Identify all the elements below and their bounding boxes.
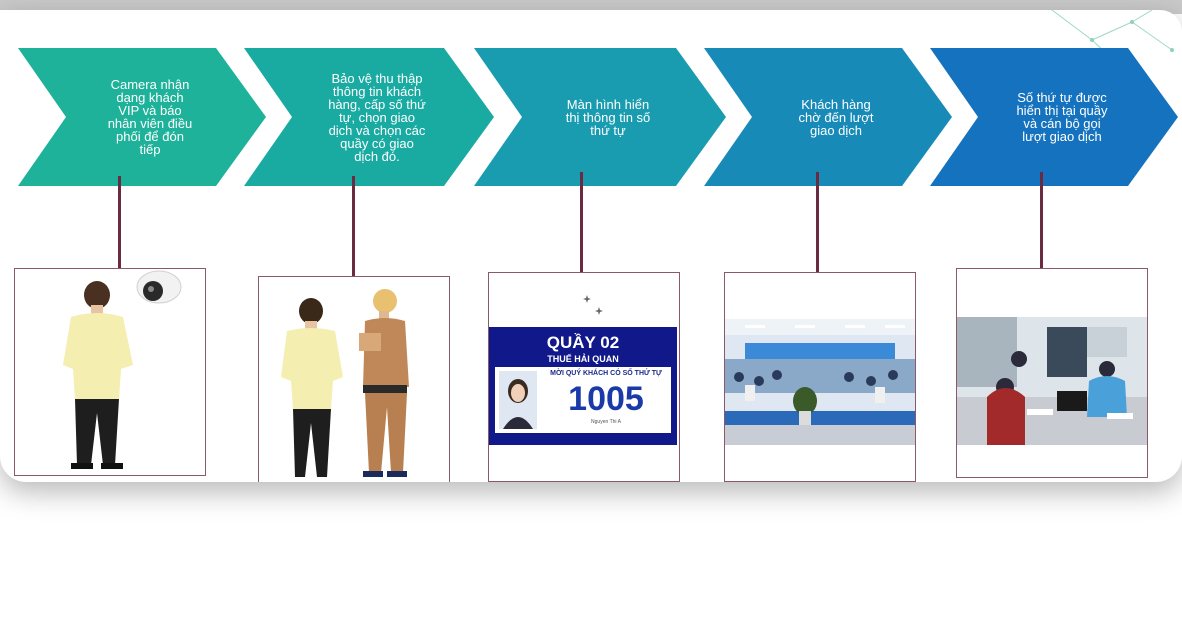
step-3-text: Màn hình hiển thị thông tin số thứ tự <box>565 96 651 138</box>
counter-unit: THUẾ HẢI QUAN <box>547 354 619 364</box>
connector-line <box>816 172 819 274</box>
step-4: Khách hàng chờ đến lượt giao dịch <box>704 48 952 186</box>
image-waiting-hall <box>724 272 916 482</box>
counter-title: QUẦY 02 <box>546 333 620 352</box>
man-figure-icon <box>281 298 343 477</box>
image-guard-collecting-info <box>258 276 450 482</box>
chevron-arrow-icon <box>474 48 726 186</box>
security-camera-icon <box>136 270 182 304</box>
connector-line <box>352 176 355 278</box>
chevron-arrow-icon <box>704 48 952 186</box>
chevron-arrow-icon <box>244 48 494 186</box>
ticker-strip <box>495 435 671 441</box>
image-queue-display: QUẦY 02 THUẾ HẢI QUAN MỜI QUÝ KHÁCH CÓ S… <box>488 272 680 482</box>
customer-photo <box>499 371 537 429</box>
connector-line <box>118 176 121 270</box>
step-3: Màn hình hiển thị thông tin số thứ tự <box>474 48 726 186</box>
image-counter-service <box>956 268 1148 478</box>
chevron-arrow-icon <box>930 48 1178 186</box>
step-5-text: Số thứ tự được hiển thị tại quầy và cán … <box>1016 90 1108 144</box>
step-5: Số thứ tự được hiển thị tại quầy và cán … <box>930 48 1178 186</box>
chevron-arrow-icon <box>18 48 266 186</box>
customer-name: Nguyen Thi A <box>591 419 621 425</box>
man-figure-icon <box>63 281 133 469</box>
step-2-text: Bảo vệ thu thập thông tin khách hàng, cấ… <box>328 70 426 164</box>
counter-screen: QUẦY 02 THUẾ HẢI QUAN MỜI QUÝ KHÁCH CÓ S… <box>489 327 677 445</box>
connector-line <box>580 172 583 274</box>
counter-message: MỜI QUÝ KHÁCH CÓ SỐ THỨ TỰ <box>550 370 662 377</box>
image-camera-recognition <box>14 268 206 476</box>
process-diagram: Camera nhận dạng khách VIP và báo nhân v… <box>0 10 1182 482</box>
step-1: Camera nhận dạng khách VIP và báo nhân v… <box>18 48 266 186</box>
sparkle-icon <box>583 295 603 315</box>
step-1-text: Camera nhận dạng khách VIP và báo nhân v… <box>107 77 193 157</box>
security-guard-icon <box>359 289 409 477</box>
connector-line <box>1040 172 1043 268</box>
step-2: Bảo vệ thu thập thông tin khách hàng, cấ… <box>244 48 494 186</box>
queue-number: 1005 <box>568 380 644 418</box>
counter-panel: MỜI QUÝ KHÁCH CÓ SỐ THỨ TỰ 1005 Nguyen T… <box>495 367 671 433</box>
step-4-text: Khách hàng chờ đến lượt giao dịch <box>798 96 874 138</box>
